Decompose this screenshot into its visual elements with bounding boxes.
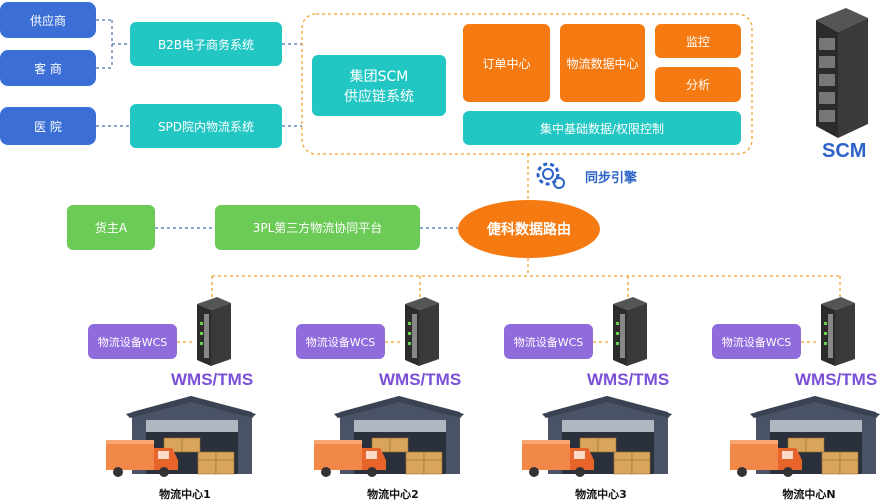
group-scm-line2: 供应链系统: [344, 88, 414, 105]
tpl-platform-label: 3PL第三方物流协同平台: [252, 221, 383, 235]
hospital-label: 医 院: [34, 119, 62, 134]
b2b-system-node: B2B电子商务系统: [130, 22, 282, 66]
customer-label: 客 商: [34, 61, 62, 76]
monitor-label: 监控: [685, 34, 710, 49]
wms-tms-label: WMS/TMS: [379, 370, 462, 389]
owner-node: 货主A: [67, 205, 155, 250]
group-scm-node: 集团SCM 供应链系统: [312, 55, 446, 116]
base-data-node: 集中基础数据/权限控制: [463, 111, 741, 145]
order-center-node: 订单中心: [463, 24, 550, 102]
logistics-data-center-node: 物流数据中心: [560, 24, 645, 102]
wcs-node: 物流设备WCS: [88, 324, 177, 359]
scm-title: SCM: [822, 140, 867, 162]
truck-icon: [522, 440, 594, 477]
hospital-node: 医 院: [0, 107, 96, 145]
wcs-label: 物流设备WCS: [97, 335, 168, 349]
data-router-node: 倢科数据路由: [458, 200, 600, 258]
server-icon: [197, 297, 231, 366]
supplier-label: 供应商: [29, 13, 66, 28]
truck-icon: [106, 440, 178, 477]
wms-tms-label: WMS/TMS: [587, 370, 670, 389]
logistics-center-label: 物流中心1: [159, 488, 211, 501]
warehouse-icon: [106, 396, 256, 477]
sync-engine-label: 同步引擎: [585, 171, 638, 186]
base-data-label: 集中基础数据/权限控制: [539, 121, 665, 136]
warehouse-icon: [730, 396, 880, 477]
wcs-label: 物流设备WCS: [513, 335, 584, 349]
server-icon: [405, 297, 439, 366]
spd-system-node: SPD院内物流系统: [130, 104, 282, 148]
server-icon: [821, 297, 855, 366]
server-icon: [816, 8, 868, 138]
truck-icon: [730, 440, 802, 477]
customer-node: 客 商: [0, 50, 96, 86]
order-center-label: 订单中心: [482, 56, 531, 71]
spd-system-label: SPD院内物流系统: [157, 119, 255, 134]
monitor-node: 监控: [655, 24, 741, 58]
truck-icon: [314, 440, 386, 477]
wcs-label: 物流设备WCS: [305, 335, 376, 349]
warehouse-icon: [522, 396, 672, 477]
wcs-label: 物流设备WCS: [721, 335, 792, 349]
warehouse-icon: [314, 396, 464, 477]
data-router-label: 倢科数据路由: [487, 222, 571, 238]
group-scm-line1: 集团SCM: [349, 68, 409, 85]
tpl-platform-node: 3PL第三方物流协同平台: [215, 205, 420, 250]
analysis-label: 分析: [685, 78, 710, 92]
wcs-node: 物流设备WCS: [504, 324, 593, 359]
gear-sync-icon: [536, 162, 565, 189]
wcs-node: 物流设备WCS: [296, 324, 385, 359]
analysis-node: 分析: [655, 67, 741, 102]
logistics-center-label: 物流中心3: [575, 488, 627, 501]
owner-label: 货主A: [94, 221, 128, 235]
wms-tms-label: WMS/TMS: [171, 370, 254, 389]
supplier-node: 供应商: [0, 2, 96, 38]
logistics-data-center-label: 物流数据中心: [566, 56, 639, 71]
b2b-system-label: B2B电子商务系统: [157, 37, 255, 52]
wcs-node: 物流设备WCS: [712, 324, 801, 359]
wms-tms-label: WMS/TMS: [795, 370, 878, 389]
server-icon: [613, 297, 647, 366]
logistics-center-label: 物流中心N: [782, 488, 836, 501]
logistics-center-label: 物流中心2: [367, 488, 419, 501]
